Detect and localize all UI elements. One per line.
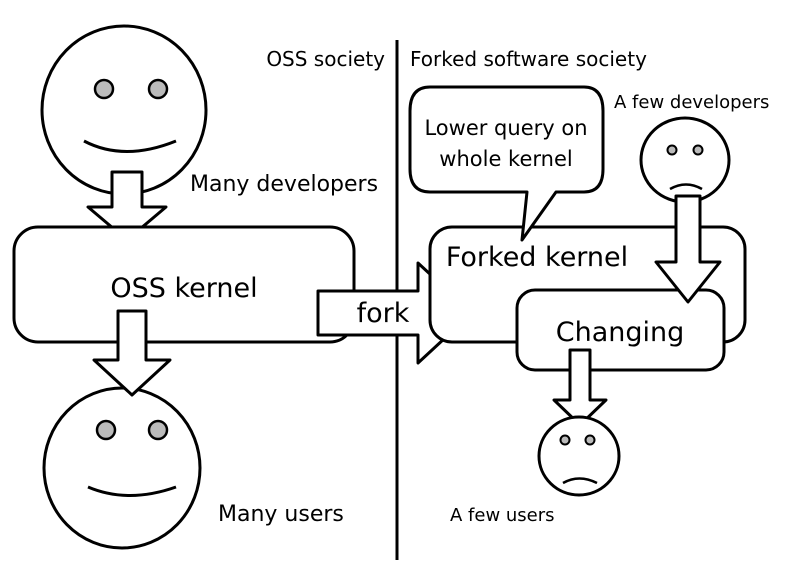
oss-society-title: OSS society (266, 47, 385, 71)
speech-bubble (408, 85, 605, 242)
few-developers-label: A few developers (614, 92, 769, 113)
many-developers-label: Many developers (190, 172, 378, 197)
smile-mouth (83, 139, 177, 153)
right-eye (147, 78, 169, 100)
left-eye (666, 144, 678, 156)
frown-mouth (669, 183, 703, 191)
right-eye (147, 419, 169, 441)
happy-user-face (42, 386, 202, 550)
right-eye (692, 144, 704, 156)
fork-label: fork (357, 298, 410, 329)
right-eye (584, 434, 596, 446)
changing-label: Changing (556, 317, 685, 348)
down-arrow-developers-to-kernel (86, 170, 168, 242)
frown-mouth (562, 477, 598, 485)
down-arrow-kernel-to-users (92, 309, 172, 397)
oss-kernel-box (12, 225, 356, 344)
smile-mouth (87, 485, 177, 497)
many-users-label: Many users (218, 502, 344, 527)
forked-society-title: Forked software society (410, 47, 647, 71)
bubble-line-2: whole kernel (439, 147, 572, 171)
sad-developer-face (639, 116, 731, 204)
bubble-line-1: Lower query on (424, 116, 587, 140)
happy-developer-face (40, 24, 208, 196)
down-arrow-changing-to-users (552, 348, 608, 427)
down-arrow-developers-to-changing (654, 194, 722, 304)
forked-kernel-label: Forked kernel (446, 242, 628, 273)
left-eye (93, 78, 115, 100)
sad-user-face (537, 415, 621, 497)
oss-kernel-label: OSS kernel (110, 273, 257, 304)
left-eye (95, 419, 117, 441)
left-eye (559, 434, 571, 446)
few-users-label: A few users (450, 505, 555, 526)
